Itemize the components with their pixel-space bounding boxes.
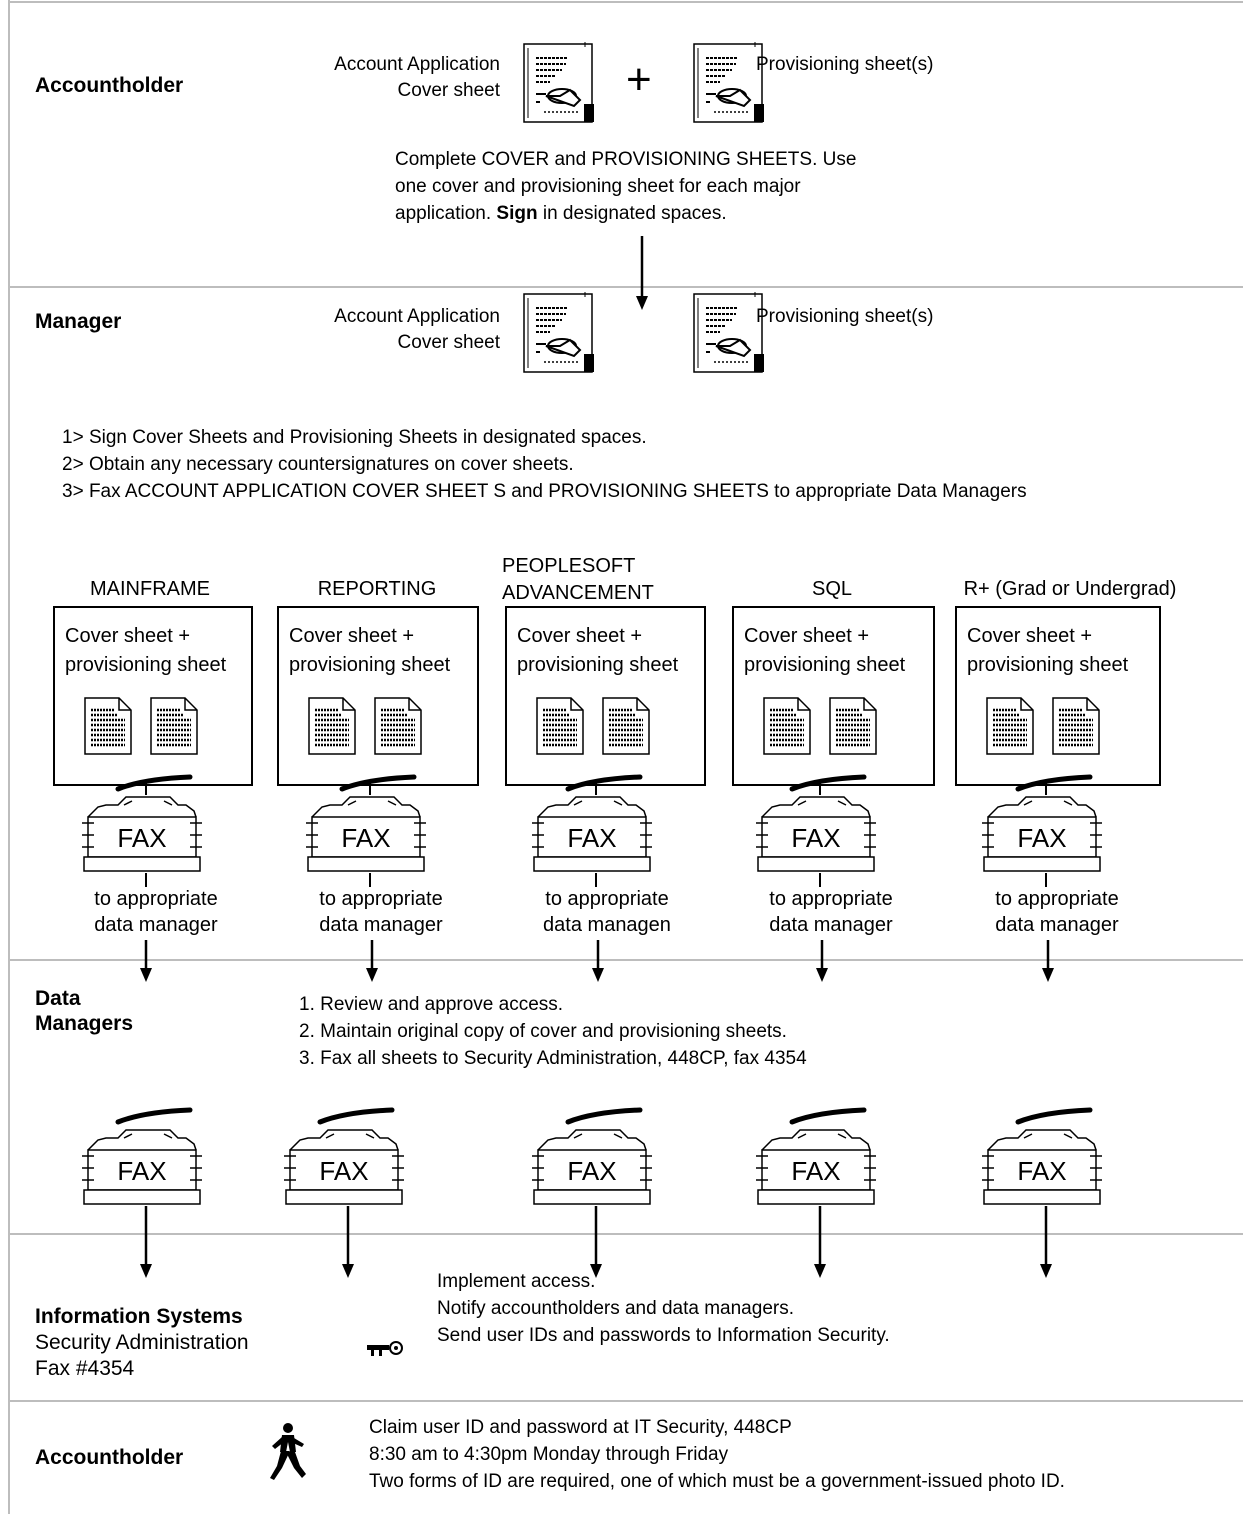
text-document-icon (985, 696, 1035, 756)
fax-label: FAX (117, 823, 166, 853)
arrow-down-icon (1042, 940, 1054, 982)
fax-machine-icon: FAX (528, 1108, 658, 1278)
left-border (8, 0, 10, 1514)
arrow-down-icon (592, 940, 604, 982)
system-name-peoplesoft: PEOPLESOFT ADVANCEMENT (502, 555, 654, 604)
text-document-icon (83, 696, 133, 756)
lane-title-information-systems: Information Systems Security Administrat… (35, 1305, 249, 1380)
lane-title-manager: Manager (35, 310, 122, 333)
fax-machine-icon: FAX (978, 775, 1108, 887)
lane-title-accountholder: Accountholder (35, 1446, 184, 1469)
accountholder-instructions: Complete COVER and PROVISIONING SHEETS. … (395, 149, 857, 224)
fax-machine-icon: FAX (752, 1108, 882, 1278)
system-name-sql: SQL (811, 578, 853, 600)
information-systems-steps: Implement access. Notify accountholders … (437, 1271, 890, 1346)
fax-label: FAX (567, 1156, 616, 1186)
text-document-icon (307, 696, 357, 756)
lane-border-information-systems (8, 1233, 1243, 1235)
system-name-mainframe: MAINFRAME (90, 578, 210, 600)
fax-machine-icon: FAX (978, 1108, 1108, 1278)
fax-machine-icon: FAX (302, 775, 432, 887)
data-managers-steps: 1. Review and approve access. 2. Maintai… (299, 994, 807, 1069)
fax-label: FAX (117, 1156, 166, 1186)
system-box-peoplesoft: Cover sheet +provisioning sheet (505, 606, 706, 786)
provisioning-sheet-label: Provisioning sheet(s) (756, 54, 934, 75)
cover-sheet-label: Account Application Cover sheet (334, 54, 500, 101)
arrow-down-icon (140, 940, 152, 982)
lane-title-data-managers: Data Managers (35, 987, 134, 1035)
system-box-mainframe: Cover sheet +provisioning sheet (53, 606, 253, 786)
system-box-sql: Cover sheet +provisioning sheet (732, 606, 935, 786)
accountholder-claim-steps: Claim user ID and password at IT Securit… (369, 1417, 1065, 1492)
fax-label: FAX (567, 823, 616, 853)
fax-machine-icon: FAX (78, 775, 208, 887)
arrow-down-icon (636, 236, 648, 310)
system-name-reporting: REPORTING (317, 578, 437, 600)
text-document-icon (149, 696, 199, 756)
fax-label: FAX (791, 823, 840, 853)
text-document-icon (373, 696, 423, 756)
lane-border-top (8, 1, 1243, 3)
fax-machine-icon: FAX (528, 775, 658, 887)
system-box-rplus: Cover sheet +provisioning sheet (955, 606, 1161, 786)
fax-machine-icon: FAX (280, 1108, 410, 1278)
signed-document-icon (523, 291, 595, 373)
text-document-icon (828, 696, 878, 756)
fax-label: FAX (1017, 823, 1066, 853)
fax-machine-icon: FAX (78, 1108, 208, 1278)
provisioning-sheet-label: Provisioning sheet(s) (756, 306, 934, 327)
system-box-reporting: Cover sheet +provisioning sheet (277, 606, 479, 786)
fax-label: FAX (1017, 1156, 1066, 1186)
signed-document-icon (523, 41, 595, 123)
key-icon (367, 1341, 403, 1356)
fax-label: FAX (319, 1156, 368, 1186)
arrow-down-icon (816, 940, 828, 982)
arrow-down-icon (366, 940, 378, 982)
walking-person-icon (270, 1423, 306, 1480)
fax-machine-icon: FAX (752, 775, 882, 887)
fax-label: FAX (791, 1156, 840, 1186)
lane-border-manager (8, 286, 1243, 288)
fax-label: FAX (341, 823, 390, 853)
text-document-icon (1051, 696, 1101, 756)
lane-border-accountholder-2 (8, 1400, 1243, 1402)
lane-title-accountholder: Accountholder (35, 74, 184, 97)
text-document-icon (535, 696, 585, 756)
lane-border-data-managers (8, 959, 1243, 961)
plus-sign: + (626, 55, 652, 104)
text-document-icon (601, 696, 651, 756)
manager-steps: 1> Sign Cover Sheets and Provisioning Sh… (62, 427, 1027, 502)
system-name-rplus: R+ (Grad or Undergrad) (963, 578, 1177, 600)
text-document-icon (762, 696, 812, 756)
cover-sheet-label: Account Application Cover sheet (334, 306, 500, 353)
